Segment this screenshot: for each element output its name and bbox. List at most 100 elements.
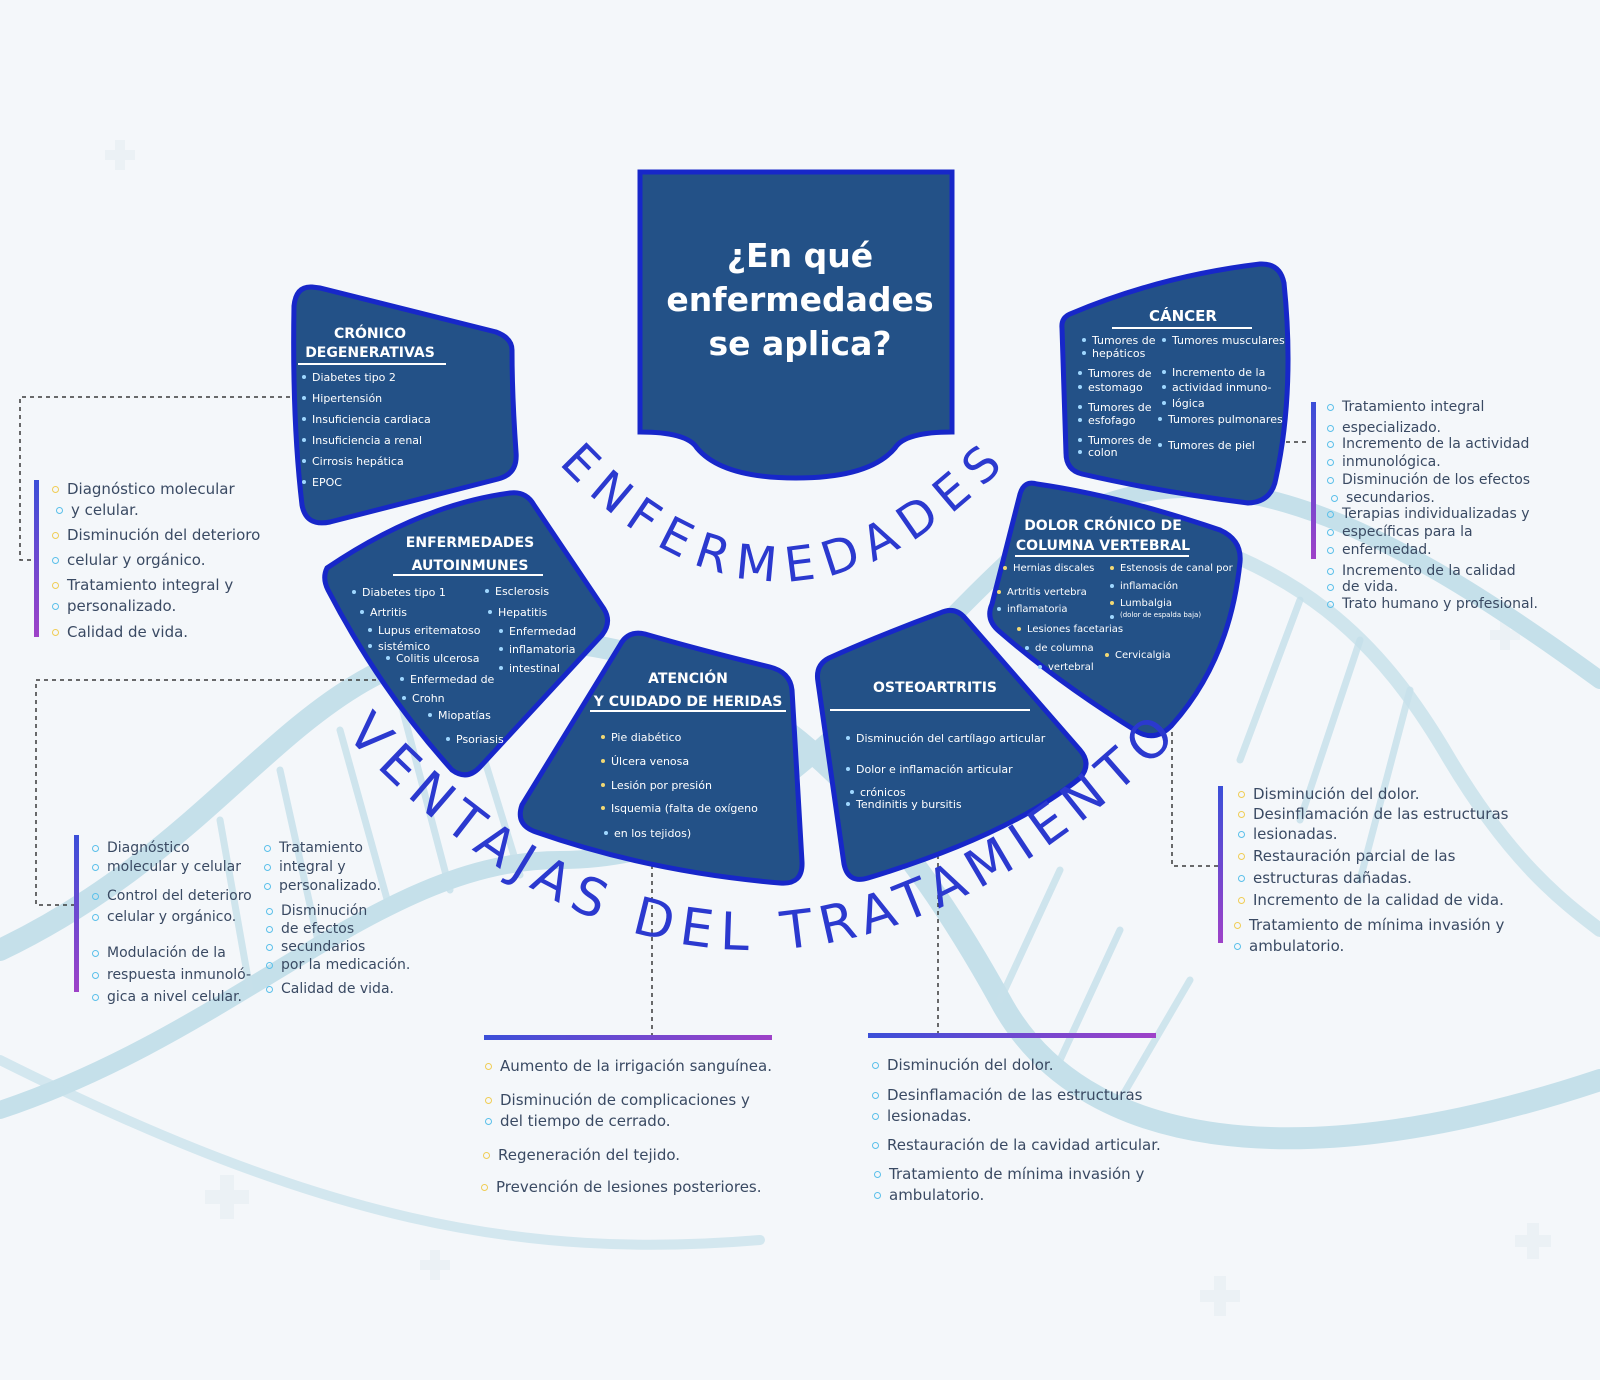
title-underline	[590, 710, 786, 712]
list-item: Pie diabético	[601, 731, 681, 744]
benefit-item: Tratamiento integral	[1326, 398, 1484, 416]
list-item-note: (dolor de espalda baja)	[1110, 611, 1201, 620]
benefit-item: Terapias individualizadas y	[1326, 505, 1529, 523]
benefit-item-cont: gica a nivel celular.	[91, 988, 242, 1006]
benefit-item: Diagnóstico molecular	[51, 480, 235, 499]
central-question: ¿En qué enfermedades se aplica?	[650, 234, 950, 366]
benefit-item-cont: personalizado.	[51, 597, 176, 616]
benefit-bar	[868, 1033, 1156, 1038]
benefit-item-cont: secundarios	[265, 938, 365, 956]
list-item: Disminución del cartílago articular	[846, 732, 1045, 745]
benefit-item: Trato humano y profesional.	[1326, 595, 1538, 613]
card-title: ATENCIÓN Y CUIDADO DE HERIDAS	[593, 671, 783, 710]
list-item: Hipertensión	[302, 392, 382, 405]
list-item-cont: esfofago	[1078, 414, 1135, 427]
list-item: Cervicalgia	[1105, 649, 1171, 662]
question-line: ¿En qué	[726, 236, 874, 275]
list-item-cont: sistémico	[368, 640, 430, 653]
list-item: Lumbalgia	[1110, 597, 1172, 610]
list-item: Cirrosis hepática	[302, 455, 404, 468]
list-item-cont: de columna	[1025, 642, 1094, 655]
benefit-item: Disminución del deterioro	[51, 526, 260, 545]
title-underline	[830, 709, 1030, 711]
card-heridas	[517, 630, 805, 886]
benefit-item-cont: por la medicación.	[265, 956, 410, 974]
benefit-item: Aumento de la irrigación sanguínea.	[484, 1057, 772, 1076]
list-item: Lesión por presión	[601, 779, 712, 792]
card-title: ENFERMEDADES AUTOINMUNES	[405, 535, 535, 574]
benefit-item: Desinflamación de las estructuras	[1237, 805, 1508, 824]
benefit-item: Disminución de complicaciones y	[484, 1091, 750, 1110]
benefit-item-cont: celular y orgánico.	[91, 908, 236, 926]
list-item: Miopatías	[428, 709, 491, 722]
title-underline	[1015, 555, 1189, 557]
list-item: Diabetes tipo 2	[302, 371, 396, 384]
list-item: Diabetes tipo 1	[352, 586, 446, 599]
benefit-item: Restauración de la cavidad articular.	[871, 1136, 1161, 1155]
list-item: Enfermedad	[499, 625, 576, 638]
benefit-item: Disminución del dolor.	[1237, 785, 1419, 804]
list-item-cont: inflamatoria	[997, 603, 1067, 616]
benefit-item-cont: respuesta inmunoló-	[91, 966, 251, 984]
benefit-item-cont: estructuras dañadas.	[1237, 869, 1412, 888]
benefit-item: Diagnóstico	[91, 839, 190, 857]
card-osteo	[815, 607, 1089, 882]
list-item: Tumores de	[1078, 367, 1152, 380]
list-item: Insuficiencia cardiaca	[302, 413, 431, 426]
benefit-item: Control del deterioro	[91, 887, 252, 905]
list-item: Incremento de la	[1162, 366, 1265, 379]
list-item-cont: vertebral	[1038, 661, 1094, 674]
list-item: Psoriasis	[446, 733, 504, 746]
benefit-item: Prevención de lesiones posteriores.	[480, 1178, 762, 1197]
list-item: Estenosis de canal por	[1110, 562, 1233, 575]
benefit-item-cont: ambulatorio.	[1233, 937, 1344, 956]
benefit-item-cont: lesionadas.	[1237, 825, 1338, 844]
list-item: Hernias discales	[1003, 562, 1094, 575]
list-item-cont: lógica	[1162, 397, 1205, 410]
benefit-item-cont: ambulatorio.	[873, 1186, 984, 1205]
list-item: Tumores musculares	[1162, 334, 1285, 347]
benefit-item: Incremento de la calidad	[1326, 562, 1516, 580]
list-item: Colitis ulcerosa	[386, 652, 479, 665]
benefit-item-cont: especializado.	[1326, 419, 1441, 437]
benefit-bar	[74, 835, 79, 992]
benefit-item-cont: y celular.	[55, 501, 139, 520]
benefit-item-cont: inmunológica.	[1326, 453, 1441, 471]
list-item-cont: Crohn	[402, 692, 445, 705]
card-title: OSTEOARTRITIS	[873, 680, 997, 696]
card-columna	[987, 480, 1243, 739]
background-cross-pattern	[105, 140, 1551, 1316]
benefit-item-cont: secundarios.	[1330, 489, 1435, 507]
list-item-cont: inflamación	[1110, 580, 1178, 593]
list-item: Isquemia (falta de oxígeno	[601, 802, 758, 815]
benefit-bar	[1311, 402, 1316, 559]
benefit-item: Disminución	[265, 902, 367, 920]
benefit-item: Modulación de la	[91, 944, 226, 962]
list-item-cont: crónicos	[850, 786, 906, 799]
benefit-item: Disminución del dolor.	[871, 1056, 1053, 1075]
question-line: se aplica?	[708, 324, 892, 363]
question-box	[637, 169, 955, 481]
title-underline	[393, 574, 543, 576]
benefit-item-cont: molecular y celular	[91, 858, 241, 876]
list-item: Esclerosis	[485, 585, 549, 598]
list-item-cont: en los tejidos)	[604, 827, 691, 840]
list-item: Dolor e inflamación articular	[846, 763, 1013, 776]
benefit-item: Calidad de vida.	[51, 623, 188, 642]
benefit-item: Tratamiento	[263, 839, 363, 857]
list-item: Artritis vertebra	[997, 586, 1087, 599]
benefit-item: Disminución de los efectos	[1326, 471, 1530, 489]
benefit-item: Incremento de la calidad de vida.	[1237, 891, 1504, 910]
benefit-item-cont: de efectos	[265, 920, 354, 938]
list-item-cont: actividad inmuno-	[1162, 381, 1272, 394]
list-item: Tumores de	[1082, 334, 1156, 347]
benefit-item-cont: personalizado.	[263, 877, 381, 895]
benefit-item-cont: de vida.	[1326, 578, 1398, 596]
card-autoinmunes	[322, 490, 610, 778]
benefit-item-cont: enfermedad.	[1326, 541, 1432, 559]
benefit-item: Desinflamación de las estructuras	[871, 1086, 1142, 1105]
list-item: Artritis	[360, 606, 407, 619]
list-item: Lesiones facetarias	[1017, 623, 1123, 636]
benefit-item: Tratamiento de mínima invasión y	[1233, 916, 1504, 935]
